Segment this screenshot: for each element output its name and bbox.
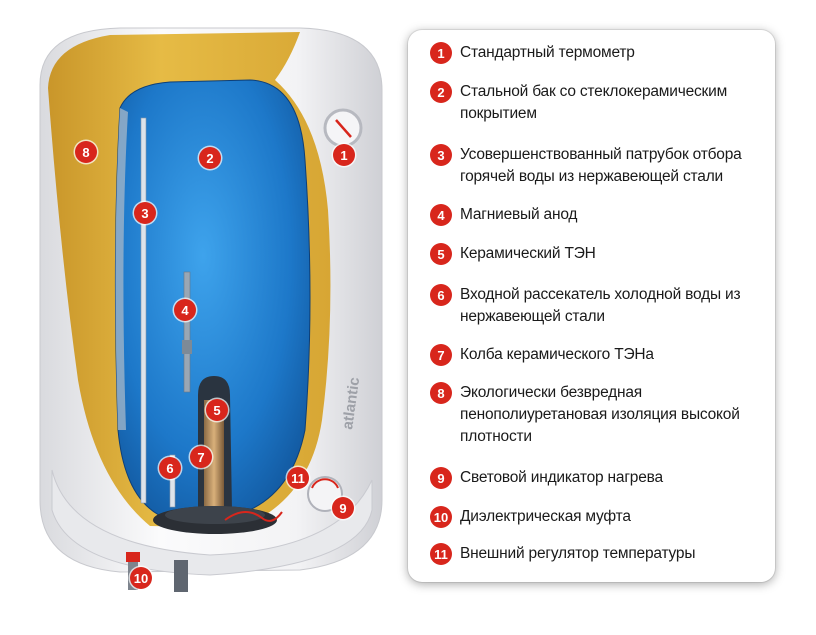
legend-number: 7 [430, 344, 452, 366]
legend-text: Колба керамического ТЭНа [460, 346, 654, 363]
legend-item-1: 1 Стандартный термометр [430, 42, 767, 64]
legend-item-5: 5 Керамический ТЭН [430, 243, 767, 265]
legend-text: Экологически безвредная пенополиуретанов… [460, 384, 740, 445]
legend-number: 6 [430, 284, 452, 306]
legend-number: 3 [430, 144, 452, 166]
legend-number: 11 [430, 543, 452, 565]
legend-number: 4 [430, 204, 452, 226]
legend-item-3: 3 Усовершенствованный патрубок отбора го… [430, 144, 767, 188]
ceramic-heating-element [204, 400, 224, 508]
legend-text: Стальной бак со стеклокерамическим покры… [460, 83, 728, 122]
callout-7: 7 [190, 446, 212, 468]
magnesium-anode [183, 271, 191, 393]
legend-item-7: 7 Колба керамического ТЭНа [430, 344, 767, 366]
legend-number: 2 [430, 81, 452, 103]
legend-item-6: 6 Входной рассекатель холодной воды из н… [430, 284, 767, 328]
legend-text: Входной рассекатель холодной воды из нер… [460, 286, 741, 325]
legend-item-8: 8 Экологически безвредная пенополиуретан… [430, 382, 767, 448]
legend-item-11: 11 Внешний регулятор температуры [430, 543, 767, 565]
legend-item-4: 4 Магниевый анод [430, 204, 767, 226]
legend-number: 9 [430, 467, 452, 489]
legend-item-9: 9 Световой индикатор нагрева [430, 467, 767, 489]
legend-text: Магниевый анод [460, 206, 578, 223]
knob-scale [311, 478, 339, 489]
legend-number: 8 [430, 382, 452, 404]
callout-10: 10 [130, 567, 152, 589]
legend-text: Световой индикатор нагрева [460, 469, 663, 486]
hot-water-pipe [140, 117, 147, 504]
dielectric-coupling [126, 552, 140, 562]
flange-top [165, 506, 265, 524]
coupling-pipe-right [174, 560, 188, 592]
wiring [224, 511, 283, 522]
callout-3: 3 [134, 202, 156, 224]
callout-5: 5 [206, 399, 228, 421]
legend-text: Усовершенствованный патрубок отбора горя… [460, 146, 742, 185]
legend-text: Внешний регулятор температуры [460, 545, 696, 562]
legend-item-10: 10 Диэлектрическая муфта [430, 506, 767, 528]
legend-number: 1 [430, 42, 452, 64]
legend-number: 5 [430, 243, 452, 265]
callout-1: 1 [333, 144, 355, 166]
cold-water-inlet [169, 454, 176, 508]
legend-text: Керамический ТЭН [460, 245, 596, 262]
legend-text: Стандартный термометр [460, 44, 635, 61]
water-heater-illustration: atlantic [39, 27, 383, 592]
legend-item-2: 2 Стальной бак со стеклокерамическим пок… [430, 81, 767, 125]
legend-text: Диэлектрическая муфта [460, 508, 631, 525]
callout-8: 8 [75, 141, 97, 163]
legend-number: 10 [430, 506, 452, 528]
legend-panel: 1 Стандартный термометр 2 Стальной бак с… [408, 30, 775, 582]
callout-9: 9 [332, 497, 354, 519]
callout-11: 11 [287, 467, 309, 489]
callout-2: 2 [199, 147, 221, 169]
thermometer-needle [335, 119, 352, 138]
callout-4: 4 [174, 299, 196, 321]
tank-rim [115, 108, 128, 430]
callout-6: 6 [159, 457, 181, 479]
anode-joint [182, 340, 192, 354]
